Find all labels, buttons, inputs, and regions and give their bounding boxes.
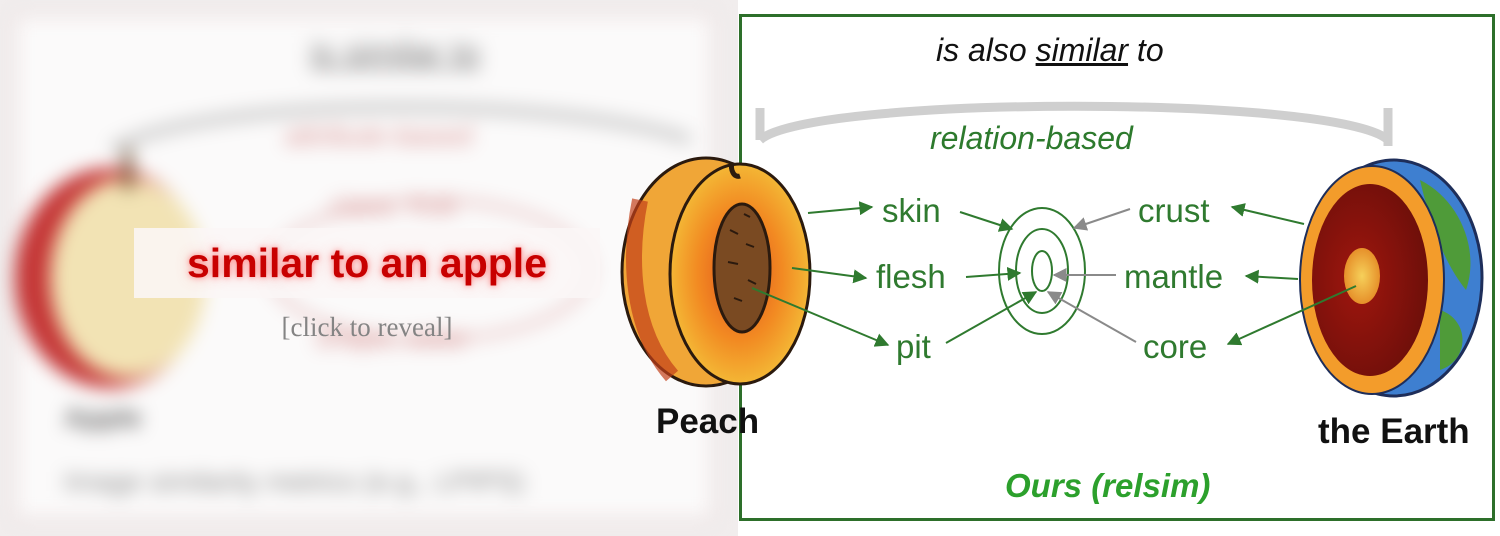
peach-part-pit: pit (896, 328, 931, 365)
flesh-ring-arrow (965, 266, 1022, 281)
pit-ring-arrow (945, 291, 1038, 344)
peach-label: Peach (656, 402, 760, 441)
skin-ring-arrow (959, 211, 1014, 232)
earth-icon (1299, 158, 1484, 398)
peach-icon (620, 156, 812, 388)
core-arrow (1226, 285, 1357, 346)
apple-label: Apple (64, 402, 142, 433)
pit-arrow (751, 287, 890, 347)
baseline-top-label: is similar to (310, 34, 481, 72)
concentric-rings-icon (998, 207, 1086, 335)
baseline-panel: is similar to attribute-based class: fru… (0, 0, 738, 536)
earth-label: the Earth (1318, 412, 1470, 451)
reveal-text: similar to an apple (187, 239, 547, 286)
peach-part-flesh: flesh (876, 258, 946, 295)
click-to-reveal-link[interactable]: [click to reveal] (281, 312, 453, 342)
middle-label: shape, color (315, 322, 468, 353)
relation-label: relation-based (930, 120, 1133, 156)
earth-part-core: core (1143, 328, 1208, 365)
mantle-arrow (1244, 269, 1299, 284)
flesh-arrow (791, 267, 868, 284)
similarity-arc (757, 101, 1392, 144)
earth-part-crust: crust (1138, 192, 1210, 229)
baseline-caption: Image similarity metrics (e.g., LPIPS) (64, 466, 525, 497)
top-label: is also similar to (936, 32, 1164, 68)
similarity-arc (109, 102, 692, 155)
class-label: class: fruit (330, 190, 457, 221)
crust-ring-arrow (1072, 208, 1131, 231)
attribute-label: attribute-based (285, 120, 472, 151)
method-label: Ours (relsim) (1005, 467, 1211, 504)
similar-underlined: similar (1035, 32, 1129, 68)
crust-arrow (1230, 203, 1305, 225)
earth-part-mantle: mantle (1124, 258, 1224, 295)
core-ring-arrow (1046, 291, 1137, 343)
skin-arrow (807, 201, 874, 216)
reveal-button[interactable]: similar to an apple (134, 228, 600, 298)
peach-part-skin: skin (882, 192, 941, 229)
